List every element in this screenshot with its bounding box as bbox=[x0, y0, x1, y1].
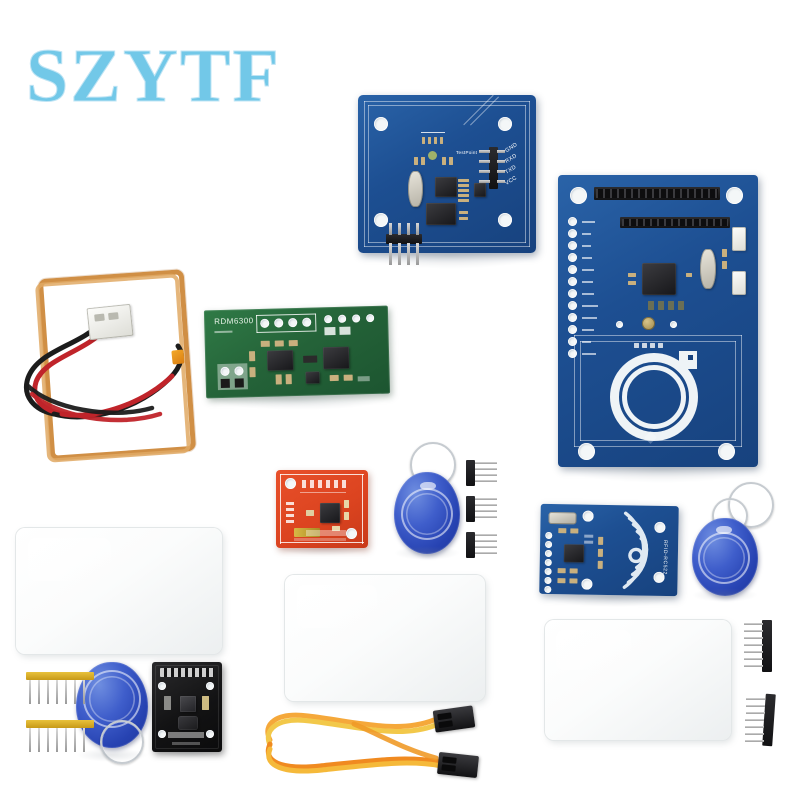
product-header-pins-black-right bbox=[742, 620, 792, 748]
brand-watermark: SZYTF bbox=[26, 34, 281, 118]
product-pn532-module bbox=[276, 470, 374, 556]
product-nrf-black-module bbox=[152, 662, 228, 758]
pin-label-rxd: RXD bbox=[504, 153, 519, 165]
product-white-card-center bbox=[285, 575, 485, 701]
product-white-card-right bbox=[545, 620, 731, 740]
product-header-pins-black-center bbox=[466, 458, 510, 562]
product-rfid-reader-board-top: TestPoint GND RXD TXD VCC bbox=[358, 94, 542, 269]
silk-label-rfid-rc522: RFID-RC522 bbox=[661, 539, 669, 575]
product-keyfob-right bbox=[690, 478, 776, 602]
product-jumper-cable bbox=[258, 700, 508, 786]
pin-label-gnd: GND bbox=[504, 141, 519, 155]
product-keyfob-bottom-left bbox=[76, 662, 158, 766]
product-white-card-left bbox=[16, 528, 222, 654]
product-rdm6300-module: RDM6300 bbox=[203, 305, 395, 410]
product-rc522-module: RFID-RC522 bbox=[539, 503, 685, 607]
product-antenna-coil bbox=[20, 258, 200, 473]
product-rfid-shield-board bbox=[558, 175, 764, 483]
pin-label-vcc: VCC bbox=[504, 175, 519, 187]
silk-label-testpoint: TestPoint bbox=[456, 150, 478, 155]
pin-label-txd: TXD bbox=[504, 164, 518, 176]
product-header-pins-yellow bbox=[24, 672, 104, 762]
silk-label-rdm6300: RDM6300 bbox=[214, 316, 254, 327]
product-keyfob-center bbox=[392, 442, 466, 560]
